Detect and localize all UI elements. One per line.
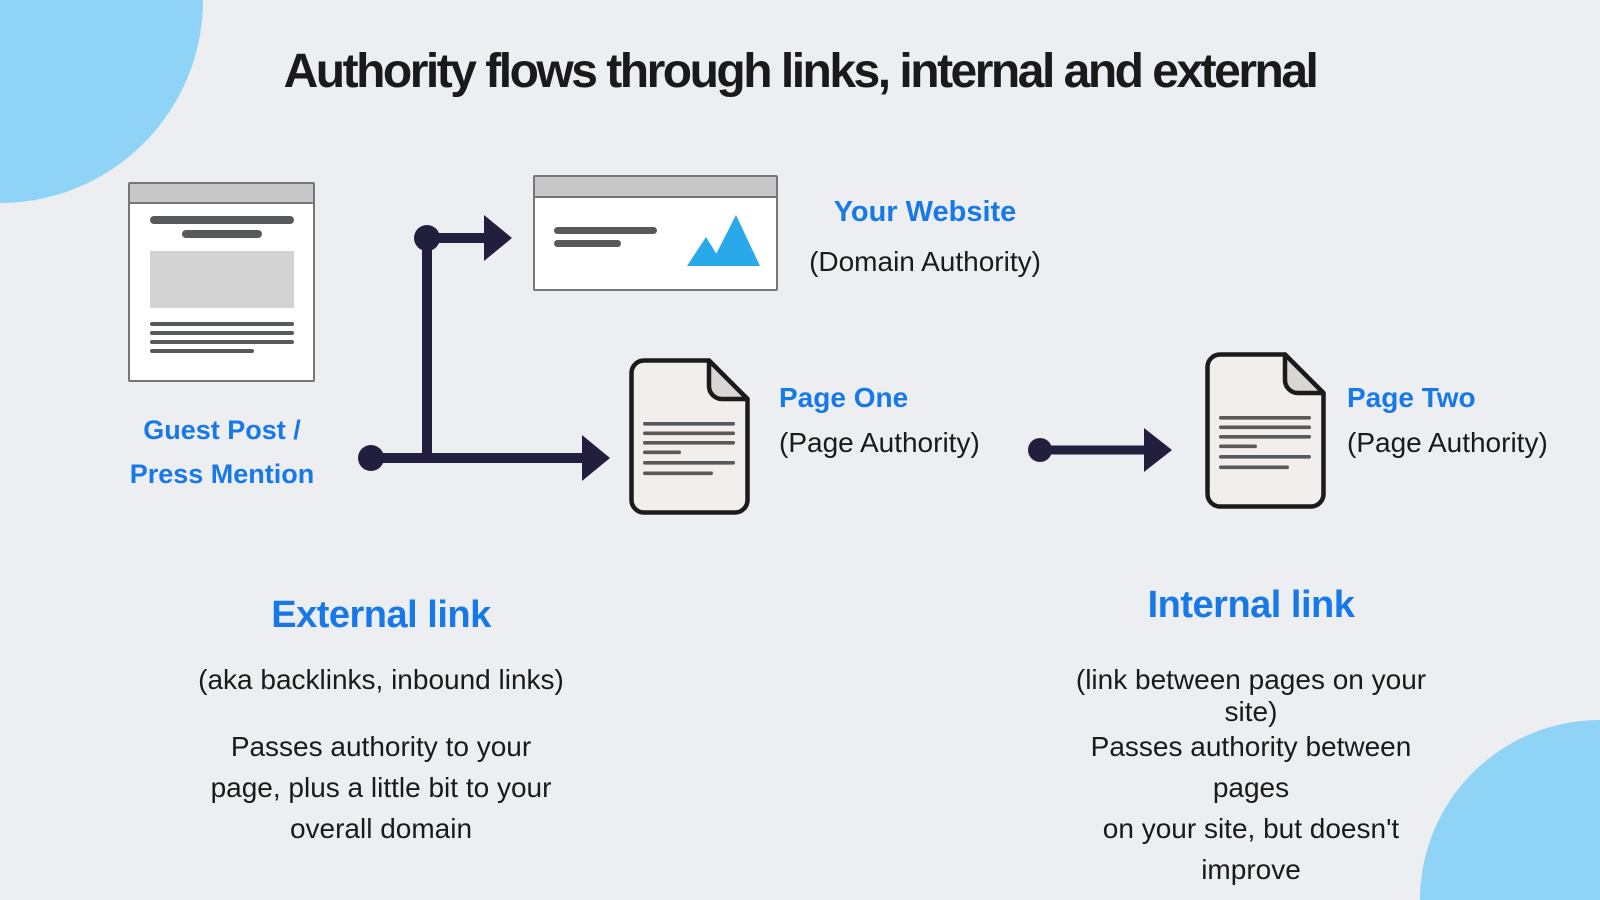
browser-titlebar [130,184,313,204]
node-subtitle: (Page Authority) [1347,427,1548,458]
page-one-label: Page One (Page Authority) [779,382,1059,459]
external-link-description: Passes authority to your page, plus a li… [210,731,552,844]
internal-link-heading: Internal link [1147,584,1355,626]
text-line [150,331,294,335]
guest-post-label: Guest Post / Press Mention [129,415,315,489]
node-name: Page Two [1347,382,1476,413]
article-text-lines [150,322,313,353]
node-subtitle: (Page Authority) [779,427,980,458]
arrow-origin-dot [414,225,440,251]
internal-link-alias: (link between pages on your site) [1075,664,1427,727]
decorative-circle-top-left [0,0,203,203]
page-title: Authority flows through links, internal … [283,45,1319,98]
node-name: Page One [779,382,909,413]
site-text-bar [554,240,621,247]
your-website-label: Your Website (Domain Authority) [795,196,1055,278]
article-headline-bar [149,216,294,224]
page-two-document-icon [1205,352,1326,509]
arrowhead-icon [484,215,512,261]
page-one-document-icon [629,358,750,515]
node-name: Your Website [833,196,1017,228]
your-website-icon [533,175,778,291]
internal-link-description: Passes authority between pages on your s… [1090,731,1412,900]
mountain-logo-icon [687,215,760,266]
site-text-bar [554,227,657,234]
image-placeholder [149,251,294,308]
node-subtitle: (Domain Authority) [809,246,1041,277]
text-line [150,349,254,353]
browser-titlebar [535,177,776,198]
arrowhead-icon [1144,428,1172,472]
text-line [150,340,294,344]
page-two-label: Page Two (Page Authority) [1347,382,1600,459]
guest-post-article-icon [128,182,315,382]
arrowhead-icon [582,435,610,481]
article-subheadline-bar [181,230,262,238]
text-line [150,322,294,326]
external-link-alias: (aka backlinks, inbound links) [198,664,564,695]
external-link-heading: External link [271,594,491,636]
